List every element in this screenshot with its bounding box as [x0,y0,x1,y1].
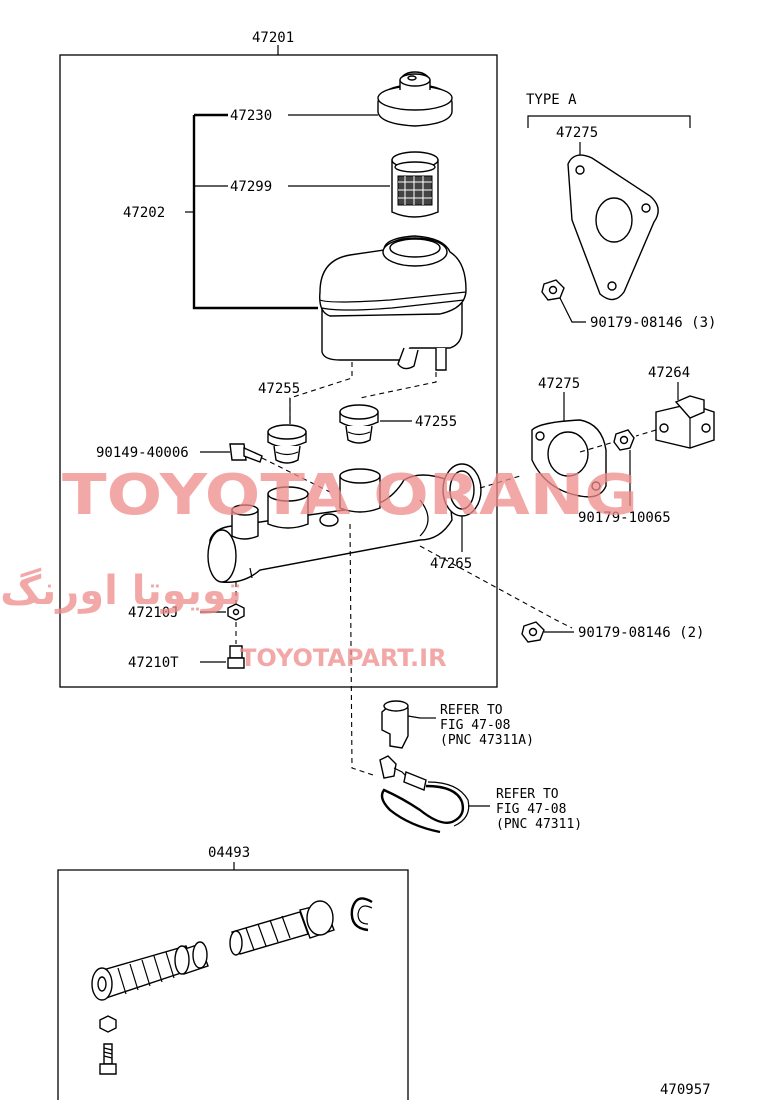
label-47299: 47299 [230,179,272,195]
label-90149-40006: 90149-40006 [96,445,189,461]
watermark-site: TOYOTAPART.IR [240,644,447,672]
label-47202: 47202 [123,205,165,221]
gasket-ring [442,463,482,517]
watermark-persian: تویوتا اورنگ [0,567,242,614]
union-fitting [381,700,421,749]
type-a-gasket [567,154,659,301]
label-47264: 47264 [648,365,690,381]
kit-snap-ring [350,897,373,932]
label-47210J: 47210J [128,605,179,621]
kit-washer [99,1015,117,1033]
master-cylinder-body [207,468,453,583]
label-47265: 47265 [430,556,472,572]
reservoir-tank [319,235,467,371]
grommet-right [339,404,379,444]
label-47275-a: 47275 [556,125,598,141]
bolt [227,645,245,669]
refer-2-line1: REFER TO [496,787,559,802]
type-a-title: TYPE A [526,92,577,108]
kit-piston-primary [229,900,335,956]
refer-1-line2: FIG 47-08 [440,718,510,733]
kit-frame [57,869,409,1100]
label-47255-right: 47255 [415,414,457,430]
refer-2-line3: (PNC 47311) [496,817,582,832]
label-04493: 04493 [208,845,250,861]
label-47275-b: 47275 [538,376,580,392]
label-47201: 47201 [252,30,294,46]
diagram-number: 470957 [660,1082,711,1098]
refer-1-line1: REFER TO [440,703,503,718]
nut-08146-lower [521,621,545,643]
refer-1-line3: (PNC 47311A) [440,733,534,748]
brake-tube [379,755,470,834]
label-47255-left: 47255 [258,381,300,397]
type-a-nut [541,279,565,301]
label-47210T: 47210T [128,655,179,671]
nut-10065 [613,429,635,451]
strainer [391,151,439,218]
label-90179-10065: 90179-10065 [578,510,671,526]
kit-bolt [99,1043,117,1075]
label-47230: 47230 [230,108,272,124]
screw [229,443,263,463]
type-a-nut-label: 90179-08146 (3) [590,315,716,331]
watermark-brand: TOYOTA ORANG [62,463,638,528]
kit-piston-secondary [91,941,209,1001]
label-90179-08146-2: 90179-08146 (2) [578,625,704,641]
refer-2-line2: FIG 47-08 [496,802,566,817]
mounting-bracket [655,395,715,449]
plate-gasket [531,419,607,498]
grommet-left [267,424,307,464]
reservoir-cap [377,71,453,127]
